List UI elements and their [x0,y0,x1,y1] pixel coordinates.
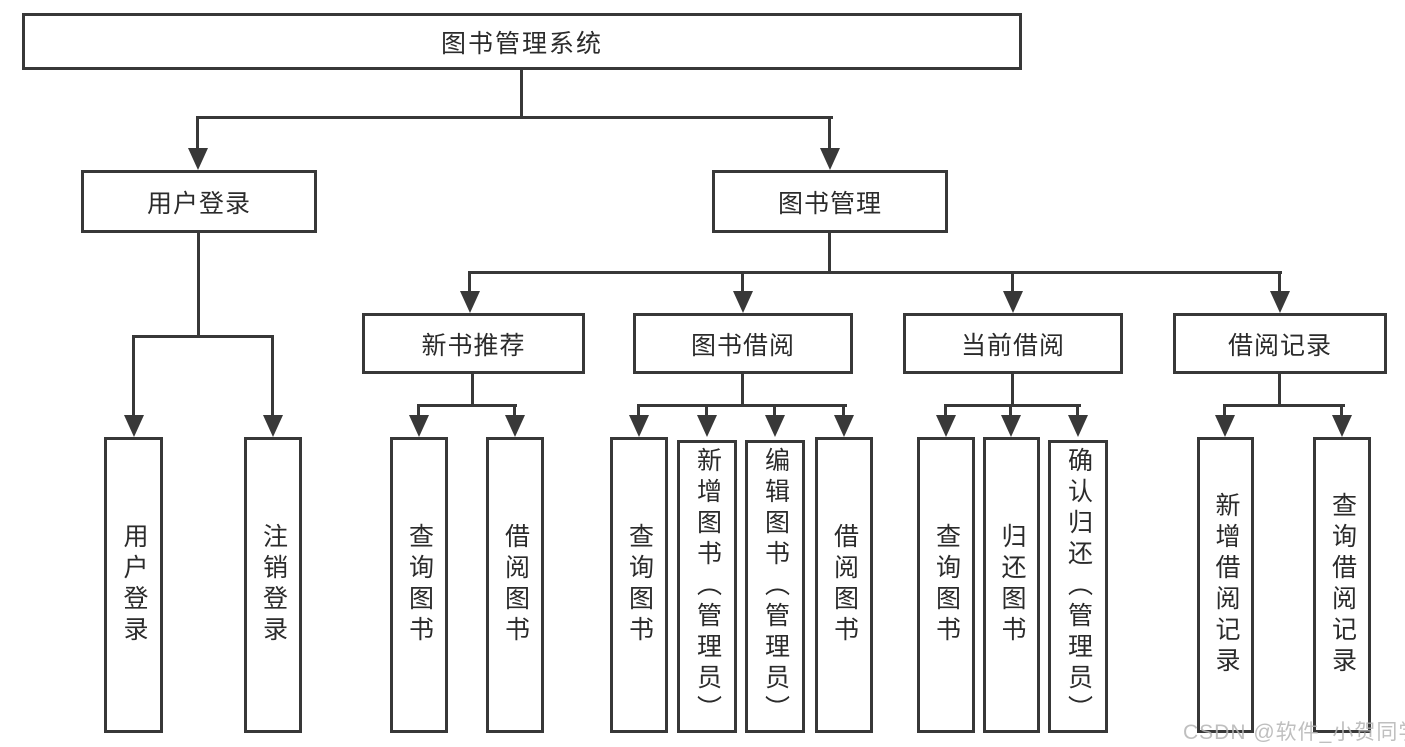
arrow-down-icon [1003,291,1023,313]
connector-drop [842,404,845,419]
connector-drop [196,116,199,150]
node-new-book-recommend-label: 新书推荐 [421,331,526,360]
arrow-down-icon [1068,415,1088,437]
node-book-borrowing-label: 图书借阅 [690,331,795,360]
leaf-label: 用户登录 [120,523,148,647]
connector-drop [637,404,640,419]
arrow-down-icon [460,291,480,313]
connector-drop [1278,271,1281,295]
arrow-down-icon [765,415,785,437]
node-user-login: 用户登录 [81,170,317,233]
connector-drop [468,271,471,295]
connector-stem [741,374,744,407]
arrow-down-icon [188,148,208,170]
arrow-down-icon [820,148,840,170]
connector-drop [944,404,947,419]
connector-rail [417,404,517,407]
arrow-down-icon [409,415,429,437]
connector-drop [1076,404,1079,419]
arrow-down-icon [733,291,753,313]
node-current-borrowing: 当前借阅 [903,313,1123,374]
connector-rail [637,404,847,407]
node-user-login-label: 用户登录 [146,189,251,218]
arrow-down-icon [1001,415,1021,437]
node-book-management-label: 图书管理 [777,189,882,218]
leaf-query-borrow-record: 查询借阅记录 [1313,437,1371,733]
connector-drop [1009,404,1012,419]
connector-drop [1340,404,1343,419]
node-current-borrowing-label: 当前借阅 [960,331,1065,360]
connector-rail [944,404,1081,407]
connector-root-rail [196,116,833,119]
leaf-label: 新增借阅记录 [1212,492,1240,678]
leaf-logout: 注销登录 [244,437,302,733]
arrow-down-icon [263,415,283,437]
connector-stem [471,374,474,407]
leaf-borrow-books-1: 借阅图书 [486,437,544,733]
connector-drop [1011,271,1014,295]
leaf-return-book: 归还图书 [983,437,1040,733]
leaf-label: 注销登录 [259,523,288,647]
leaf-confirm-return-admin: 确认归还（管理员） [1048,440,1108,733]
connector-drop [271,335,274,419]
leaf-query-books-1: 查询图书 [390,437,448,733]
node-new-book-recommend: 新书推荐 [362,313,585,374]
leaf-label: 查询借阅记录 [1328,492,1357,678]
arrow-down-icon [936,415,956,437]
connector-drop [132,335,135,419]
connector-stem [1011,374,1014,407]
arrow-down-icon [629,415,649,437]
connector-stem [828,233,831,274]
node-root-label: 图书管理系统 [440,29,603,58]
arrow-down-icon [697,415,717,437]
connector-drop [705,404,708,419]
connector-drop [828,116,831,150]
arrow-down-icon [124,415,144,437]
leaf-label: 查询图书 [625,523,654,647]
leaf-user-login: 用户登录 [104,437,163,733]
node-book-management: 图书管理 [712,170,948,233]
connector-rail [132,335,274,338]
leaf-edit-book-admin: 编辑图书（管理员） [745,440,805,733]
node-borrowing-records: 借阅记录 [1173,313,1387,374]
leaf-label: 查询图书 [405,523,434,647]
leaf-query-books-2: 查询图书 [610,437,668,733]
leaf-label: 新增图书（管理员） [693,447,722,726]
leaf-label: 借阅图书 [830,523,859,647]
connector-drop [741,271,744,295]
connector-stem [197,233,200,338]
node-borrowing-records-label: 借阅记录 [1227,331,1332,360]
node-book-borrowing: 图书借阅 [633,313,853,374]
csdn-watermark: CSDN @软件_小贺同学 [1183,721,1405,744]
connector-root-stem [520,70,523,118]
node-root: 图书管理系统 [22,13,1022,70]
leaf-label: 编辑图书（管理员） [761,447,790,726]
connector-drop [513,404,516,419]
connector-rail [1223,404,1345,407]
leaf-add-book-admin: 新增图书（管理员） [677,440,737,733]
leaf-label: 借阅图书 [501,523,530,647]
leaf-query-books-3: 查询图书 [917,437,975,733]
arrow-down-icon [834,415,854,437]
leaf-label: 确认归还（管理员） [1064,447,1093,726]
connector-drop [773,404,776,419]
connector-drop [417,404,420,419]
arrow-down-icon [1215,415,1235,437]
arrow-down-icon [1332,415,1352,437]
leaf-label: 查询图书 [932,523,961,647]
connector-rail [468,271,1282,274]
leaf-borrow-books-2: 借阅图书 [815,437,873,733]
connector-stem [1278,374,1281,407]
arrow-down-icon [505,415,525,437]
leaf-label: 归还图书 [998,523,1026,647]
leaf-add-borrow-record: 新增借阅记录 [1197,437,1254,733]
connector-drop [1223,404,1226,419]
arrow-down-icon [1270,291,1290,313]
